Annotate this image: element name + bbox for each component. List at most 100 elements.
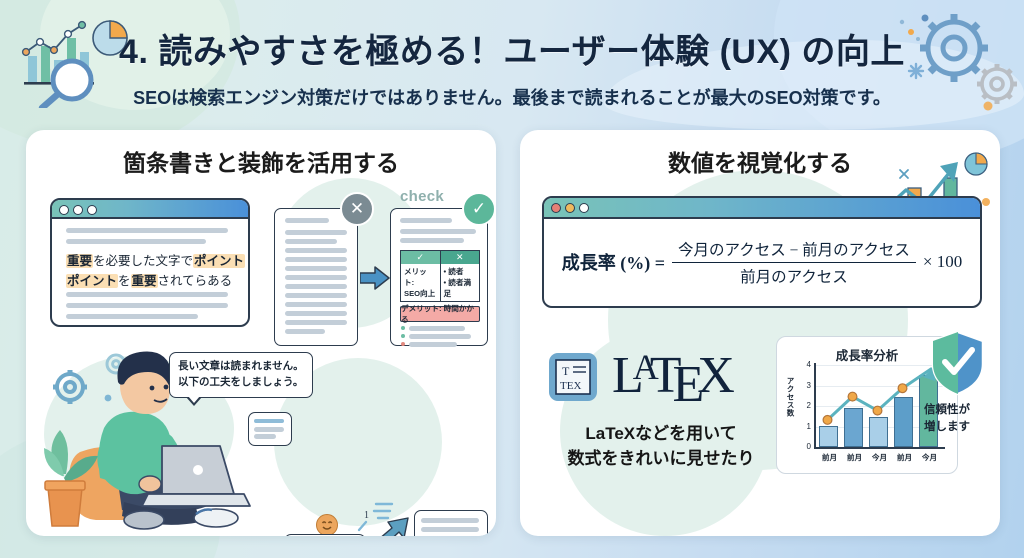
window-dot-icon — [73, 204, 83, 215]
placeholder-line — [400, 218, 452, 223]
placeholder-line — [409, 342, 457, 347]
latex-caption: LaTeXなどを用いて 数式をきれいに見せたり — [536, 422, 786, 471]
arrow-right-icon — [360, 266, 390, 290]
window-dot-icon — [59, 204, 69, 215]
chart-gridline — [815, 365, 943, 366]
chart-gridline — [815, 385, 943, 387]
placeholder-line — [421, 518, 479, 523]
chart-trend-line — [822, 365, 937, 425]
placeholder-line — [66, 303, 228, 308]
placeholder-line — [285, 266, 347, 271]
shield-caption-line-1: 信頼性が — [924, 404, 970, 416]
latex-letter-x: X — [697, 347, 735, 404]
eye — [149, 385, 155, 391]
laptop — [141, 445, 251, 507]
placeholder-line — [400, 238, 464, 243]
chart-point-marker — [872, 405, 883, 416]
window-dot-icon — [565, 203, 575, 213]
benefit-line-2: • 読者満足 — [443, 278, 472, 298]
placeholder-line — [285, 284, 347, 289]
sparkle-icon — [907, 62, 925, 80]
trend-line-markers — [21, 20, 87, 57]
highlighted-word: 重要 — [130, 274, 158, 288]
placeholder-line — [66, 325, 166, 327]
window-dot-icon — [579, 203, 589, 213]
gears-icon-cluster — [898, 2, 1018, 112]
formula-multiplier: × 100 — [922, 252, 963, 271]
formula-denominator: 前月のアクセス — [671, 261, 916, 287]
chart-bar — [894, 396, 913, 447]
placeholder-line — [285, 275, 347, 280]
placeholder-line — [66, 239, 206, 244]
highlighted-word: ポイント — [193, 254, 246, 268]
card-right-title: 数値を視覚化する — [668, 150, 852, 176]
latex-letter-a: A — [632, 347, 659, 387]
placeholder-line — [66, 228, 228, 233]
eye — [163, 384, 169, 390]
gear-small-icon — [977, 64, 1017, 104]
formula-lhs: 成長率 (%) = — [561, 253, 665, 273]
growth-rate-formula: 成長率 (%) = 今月のアクセス − 前月のアクセス 前月のアクセス × 10… — [544, 220, 980, 304]
bullet-dot-icon — [401, 326, 405, 330]
placeholder-line — [66, 292, 228, 297]
source-block-card — [284, 534, 366, 536]
check-badge-icon: ✓ — [462, 192, 496, 226]
shoe — [193, 508, 239, 528]
browser-mockup-formula: 成長率 (%) = 今月のアクセス − 前月のアクセス 前月のアクセス × 10… — [542, 196, 982, 308]
placeholder-line — [254, 419, 284, 423]
hair — [117, 351, 173, 388]
demerit-banner: デメリット: 時間かかる — [400, 304, 480, 324]
chart-x-tick: 今月 — [921, 453, 938, 462]
chart-y-axis-label: アクセス数 — [786, 377, 795, 417]
chart-x-axis — [814, 447, 945, 449]
window-dot-icon — [551, 203, 561, 213]
shield-caption-line-2: 増します — [924, 420, 970, 433]
chart-point-marker — [847, 391, 858, 402]
magnifier-icon — [38, 58, 94, 112]
browser-title-bar — [544, 198, 980, 219]
table-header-row: ✓ ✕ — [401, 251, 479, 264]
benefit-line-1: • 読者 — [443, 267, 464, 276]
smiley-emoji-icon — [316, 514, 338, 536]
card-right: 数値を視覚化する 成長率 (%) — [520, 130, 1000, 536]
chart-point-marker — [822, 414, 833, 425]
chart-plot-area — [815, 365, 943, 447]
browser-text-row-2: ポイントを重要されてらある — [66, 270, 232, 289]
chart-x-tick: 前月 — [896, 453, 913, 462]
placeholder-line — [409, 326, 465, 331]
chart-bar — [819, 426, 838, 447]
svg-text:TEX: TEX — [560, 380, 581, 392]
gear-decoration-medium — [53, 370, 87, 404]
window-dot-icon — [87, 204, 97, 215]
chart-panel: 成長率分析 アクセス数 — [776, 336, 958, 474]
placeholder-line — [285, 311, 347, 316]
arrow-up-right-icon — [381, 517, 409, 536]
latex-letter-l: L — [612, 347, 644, 404]
placeholder-line — [421, 527, 479, 532]
result-card — [414, 510, 488, 536]
shield-caption: 信頼性が 増します — [924, 402, 998, 435]
placeholder-line — [285, 302, 347, 307]
person-with-laptop-illustration — [44, 351, 251, 530]
bubble-line-1: 長い文章は読まれません。 — [178, 360, 304, 372]
placeholder-line — [285, 329, 325, 334]
placeholder-line — [285, 257, 347, 262]
table-cell-benefit: • 読者 • 読者満足 — [439, 264, 480, 301]
decorative-dots — [899, 14, 993, 111]
chart-y-tick: 3 — [806, 380, 811, 390]
shoe — [123, 510, 165, 530]
placeholder-line — [254, 427, 284, 432]
bubble-line-2: 以下の工夫をしましょう。 — [178, 375, 304, 388]
chart-y-tick: 2 — [806, 401, 811, 410]
chart-x-tick: 前月 — [821, 453, 838, 462]
hand — [138, 475, 162, 493]
table-row: メリット: SEO向上 • 読者 • 読者満足 — [401, 264, 479, 301]
latex-letter-e: E — [672, 356, 705, 413]
placeholder-line — [285, 239, 337, 244]
merit-line-2: SEO向上 — [404, 289, 436, 298]
chart-x-tick: 今月 — [871, 453, 888, 462]
chart-x-tick: 前月 — [846, 453, 863, 462]
chart-bar — [844, 407, 863, 447]
note-card-small — [248, 412, 292, 446]
header: 4. 読みやすさを極める！ユーザー体験 (UX) の向上 SEOは検索エンジン対… — [0, 0, 1024, 122]
